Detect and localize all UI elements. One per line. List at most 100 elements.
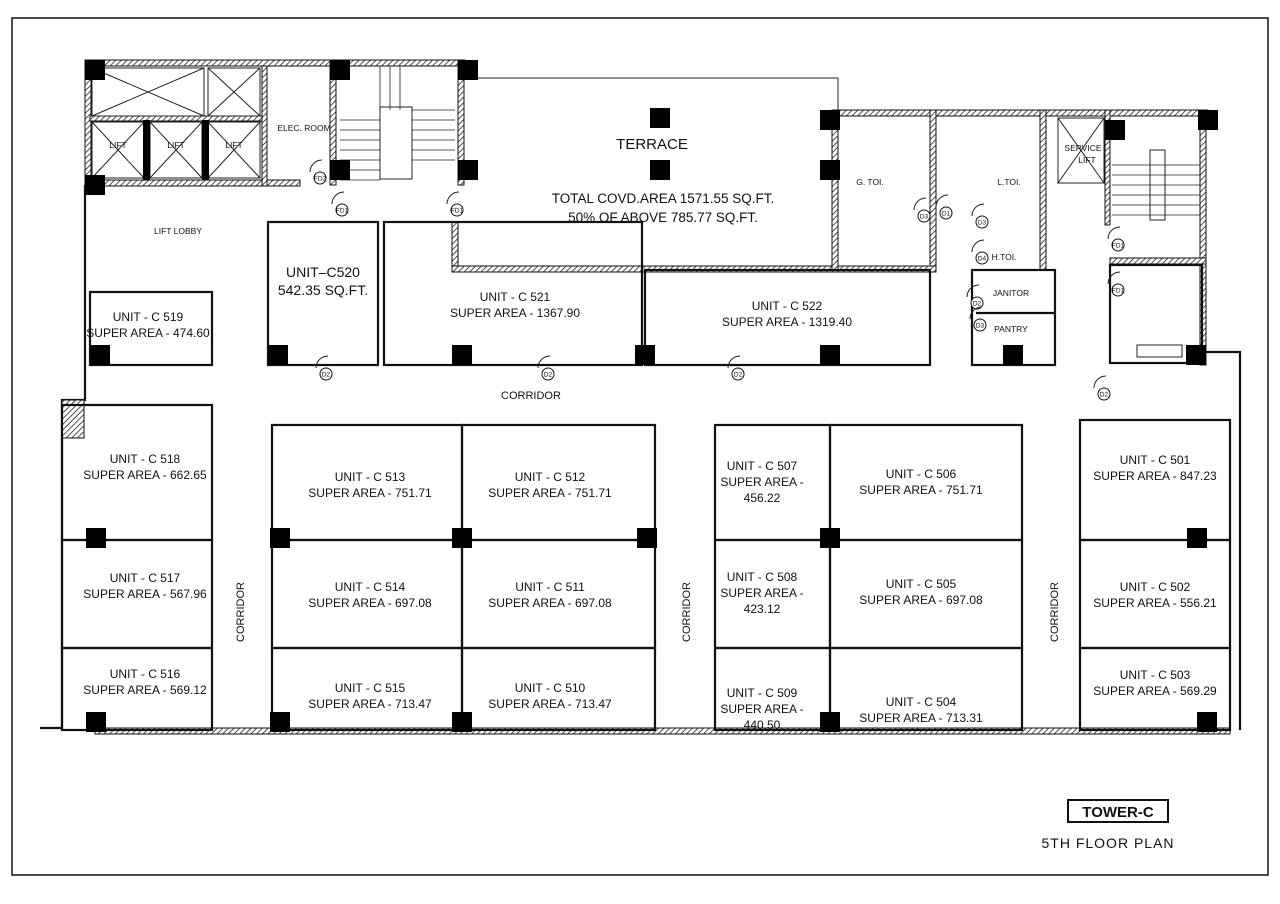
- structural-column: [637, 528, 657, 548]
- structural-column: [452, 528, 472, 548]
- door-tag-label: D3: [920, 213, 929, 220]
- unit-area: SUPER AREA - 697.08: [308, 596, 432, 610]
- door-tag-circle: [970, 296, 984, 310]
- corridor-label-main: CORRIDOR: [501, 390, 561, 402]
- structural-column: [90, 345, 110, 365]
- unit-area: SUPER AREA -: [720, 702, 803, 716]
- door-tag-circle: [450, 203, 464, 217]
- structural-column: [458, 60, 478, 80]
- door-fd1[interactable]: FD1: [1107, 226, 1125, 252]
- door-d2[interactable]: D2: [537, 355, 555, 381]
- structural-column: [1003, 345, 1023, 365]
- unit-area: SUPER AREA - 713.47: [488, 697, 612, 711]
- door-tag-circle: [1097, 387, 1111, 401]
- terrace-total-area: TOTAL COVD.AREA 1571.55 SQ.FT.: [552, 191, 775, 206]
- unit-area: SUPER AREA - 713.47: [308, 697, 432, 711]
- unit-outline: [828, 646, 1024, 732]
- unit-outline: [460, 646, 657, 732]
- unit-name: UNIT - C 502: [1120, 580, 1191, 594]
- unit-area: SUPER AREA -: [720, 586, 803, 600]
- door-tag-circle: [1111, 238, 1125, 252]
- unit-area: SUPER AREA - 556.21: [1093, 596, 1217, 610]
- service-lift-label-2: LIFT: [1078, 155, 1095, 165]
- unit-name: UNIT - C 515: [335, 681, 406, 695]
- unit-outline: [266, 220, 380, 367]
- structural-column: [820, 160, 840, 180]
- door-d2[interactable]: D2: [315, 355, 333, 381]
- columns: [85, 60, 1218, 732]
- unit-outline: [270, 538, 464, 650]
- unit-outline: [1078, 538, 1232, 650]
- unit-area: SUPER AREA - 567.96: [83, 587, 207, 601]
- structural-column: [650, 108, 670, 128]
- unit-outline: [1078, 646, 1232, 732]
- unit-name: UNIT - C 514: [335, 580, 406, 594]
- unit-area: SUPER AREA -: [720, 475, 803, 489]
- unit-outline: [643, 268, 932, 367]
- door-tag-label: D2: [734, 371, 743, 378]
- door-d4[interactable]: D4: [971, 239, 989, 265]
- unit-name: UNIT - C 510: [515, 681, 586, 695]
- service-lift-label-1: SERVICE: [1064, 143, 1101, 153]
- door-tag-circle: [319, 367, 333, 381]
- facade-railing: [94, 727, 1231, 735]
- door-fd1[interactable]: FD1: [331, 191, 349, 217]
- door-fd1[interactable]: FD1: [446, 191, 464, 217]
- door-tag-circle: [541, 367, 555, 381]
- structural-column: [330, 160, 350, 180]
- g-toilet-label: G. TOI.: [856, 177, 884, 187]
- door-tag-circle: [335, 203, 349, 217]
- structural-column: [86, 712, 106, 732]
- unit-outline: [60, 646, 214, 732]
- lift-label-2: LIFT: [167, 140, 184, 150]
- door-d3[interactable]: D3: [913, 197, 931, 223]
- structural-column: [635, 345, 655, 365]
- door-d3[interactable]: D3: [971, 203, 989, 229]
- structural-column: [270, 528, 290, 548]
- door-d3[interactable]: D3: [969, 306, 987, 332]
- structural-column: [1105, 120, 1125, 140]
- unit-area: 456.22: [744, 491, 781, 505]
- door-fd2[interactable]: FD2: [309, 159, 327, 185]
- door-tag-circle: [975, 251, 989, 265]
- door-tag-label: D2: [973, 300, 982, 307]
- unit-outline: [88, 290, 214, 367]
- structural-column: [85, 175, 105, 195]
- unit-area: SUPER AREA - 1367.90: [450, 306, 580, 320]
- door-d2[interactable]: D2: [966, 284, 984, 310]
- unit-name: UNIT - C 519: [113, 310, 184, 324]
- unit-name: UNIT - C 518: [110, 452, 181, 466]
- unit-area: SUPER AREA - 751.71: [859, 483, 983, 497]
- door-d2[interactable]: D2: [1093, 375, 1111, 401]
- door-fd1[interactable]: FD1: [1107, 271, 1125, 297]
- door-d1[interactable]: D1: [935, 194, 953, 220]
- unit-name: UNIT - C 513: [335, 470, 406, 484]
- unit-area: SUPER AREA - 569.12: [83, 683, 207, 697]
- door-d2[interactable]: D2: [727, 355, 745, 381]
- door-tag-circle: [939, 206, 953, 220]
- unit-area: SUPER AREA - 751.71: [308, 486, 432, 500]
- unit-name: UNIT - C 511: [515, 580, 585, 594]
